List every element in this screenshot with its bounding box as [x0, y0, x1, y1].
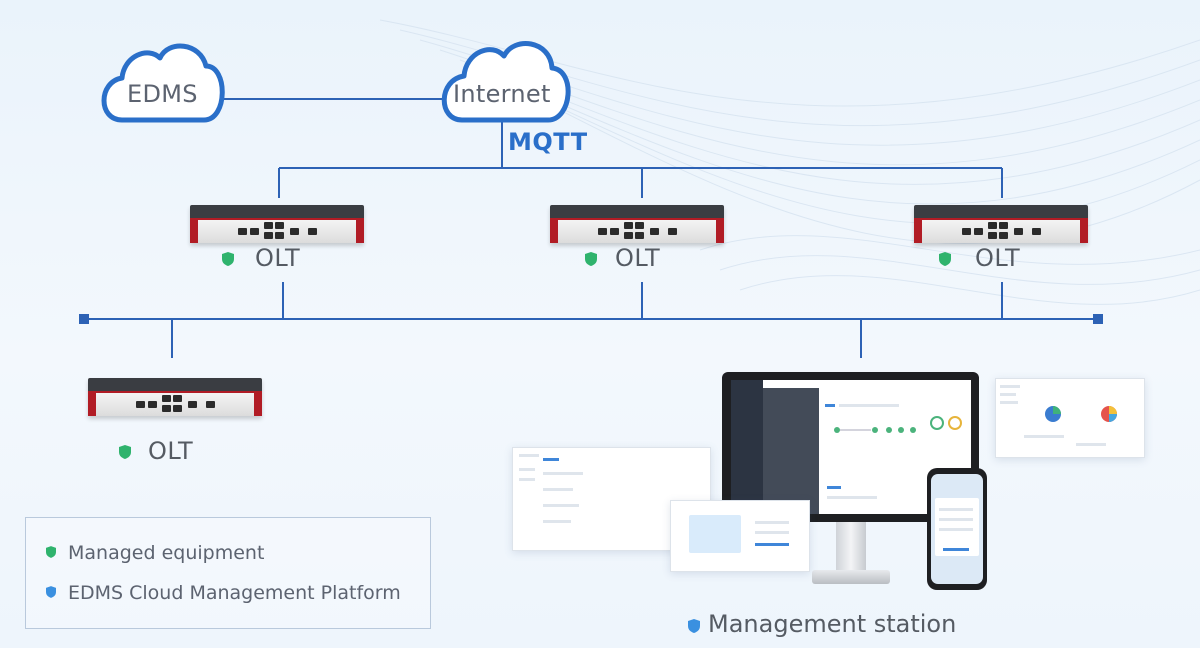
legend-platform-label: EDMS Cloud Management Platform	[68, 582, 401, 604]
olt-device-4	[88, 378, 262, 416]
olt-label-4: OLT	[148, 437, 194, 465]
shield-green-icon	[939, 252, 951, 266]
protocol-label: MQTT	[508, 128, 588, 156]
shield-green-icon	[119, 445, 131, 459]
shield-blue-icon	[688, 619, 700, 633]
pie-chart-icon	[1101, 406, 1117, 422]
cloud-edms-icon	[101, 43, 225, 123]
shield-green-icon	[222, 252, 234, 266]
management-station-label: Management station	[708, 610, 957, 638]
legend: Managed equipment EDMS Cloud Management …	[25, 517, 431, 629]
olt-device-1	[190, 205, 364, 243]
cloud-internet-label: Internet	[453, 80, 551, 108]
olt-label-2: OLT	[615, 244, 661, 272]
gauge-icon	[930, 416, 962, 430]
cloud-internet-icon	[441, 41, 571, 123]
bus-end-right	[1093, 314, 1103, 324]
olt-label-3: OLT	[975, 244, 1021, 272]
dashboard-screenshot	[995, 378, 1145, 458]
olt-device-2	[550, 205, 724, 243]
phone-screen	[931, 474, 983, 584]
olt-label-1: OLT	[255, 244, 301, 272]
shield-green-icon	[46, 546, 56, 558]
login-screenshot	[670, 500, 810, 572]
pie-chart-icon	[1045, 406, 1061, 422]
topology-icon	[834, 427, 916, 433]
shield-blue-icon	[46, 586, 56, 598]
legend-managed-label: Managed equipment	[68, 542, 265, 564]
shield-green-icon	[585, 252, 597, 266]
olt-device-3	[914, 205, 1088, 243]
cloud-edms-label: EDMS	[127, 80, 198, 108]
bus-end-left	[79, 314, 89, 324]
